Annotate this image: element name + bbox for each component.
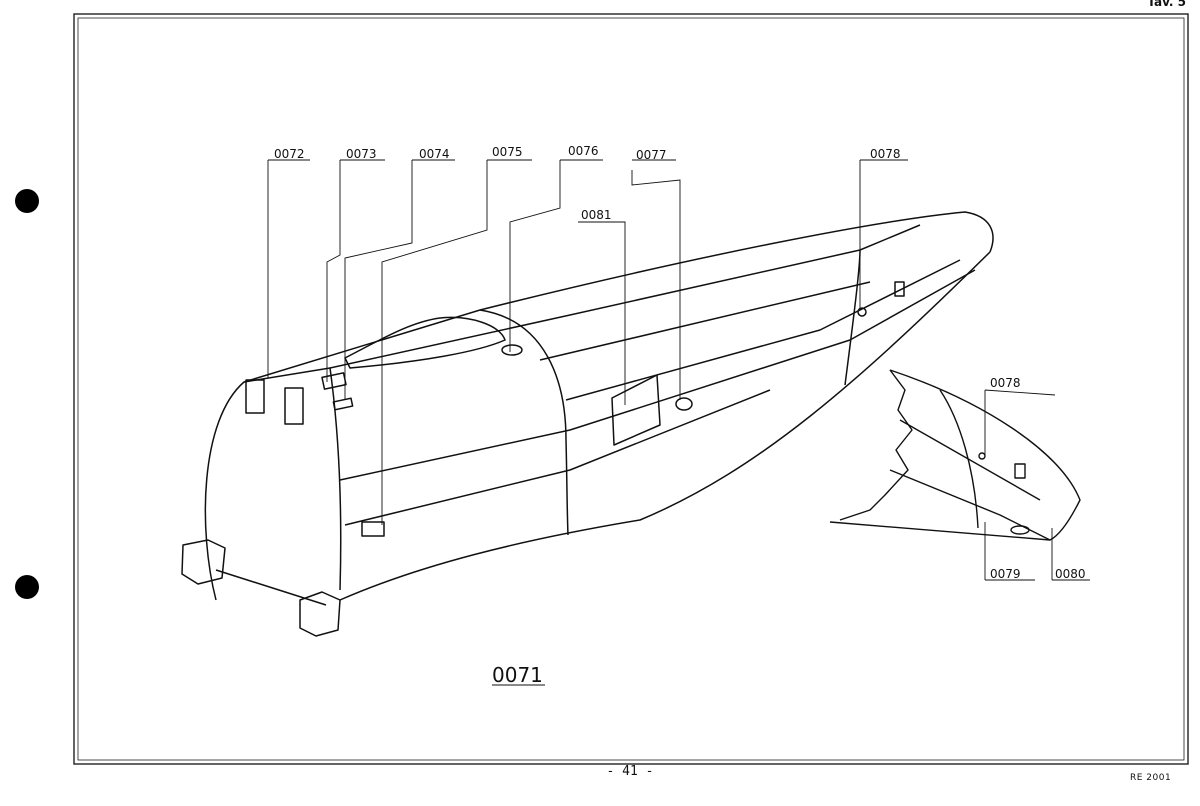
plate-label: Tav. 5	[1147, 0, 1186, 9]
detail-rear-section	[829, 369, 1081, 541]
binder-hole-top	[15, 189, 39, 213]
callout-0078: 0078	[870, 147, 901, 161]
callout-0072: 0072	[274, 147, 305, 161]
assembly-number: 0071	[492, 663, 543, 687]
drawing-frame	[73, 13, 1189, 765]
part-callouts: 0072 0073 0074 0075 0076 0077 0081 0078	[274, 144, 901, 222]
fuselage-tail-cone	[181, 211, 994, 637]
callout-0075: 0075	[492, 145, 523, 159]
detail-callout-0080: 0080	[1055, 567, 1086, 581]
detail-callouts: 0078 0079 0080	[990, 376, 1086, 581]
document-code: RE 2001	[1130, 773, 1172, 783]
callout-0076: 0076	[568, 144, 599, 158]
page-number: - 41 -	[606, 764, 654, 779]
binder-hole-bottom	[15, 575, 39, 599]
leader-lines	[267, 159, 1090, 686]
callout-0073: 0073	[346, 147, 377, 161]
detail-callout-0078: 0078	[990, 376, 1021, 390]
callout-0074: 0074	[419, 147, 450, 161]
callout-0077: 0077	[636, 148, 667, 162]
detail-callout-0079: 0079	[990, 567, 1021, 581]
callout-0081: 0081	[581, 208, 612, 222]
